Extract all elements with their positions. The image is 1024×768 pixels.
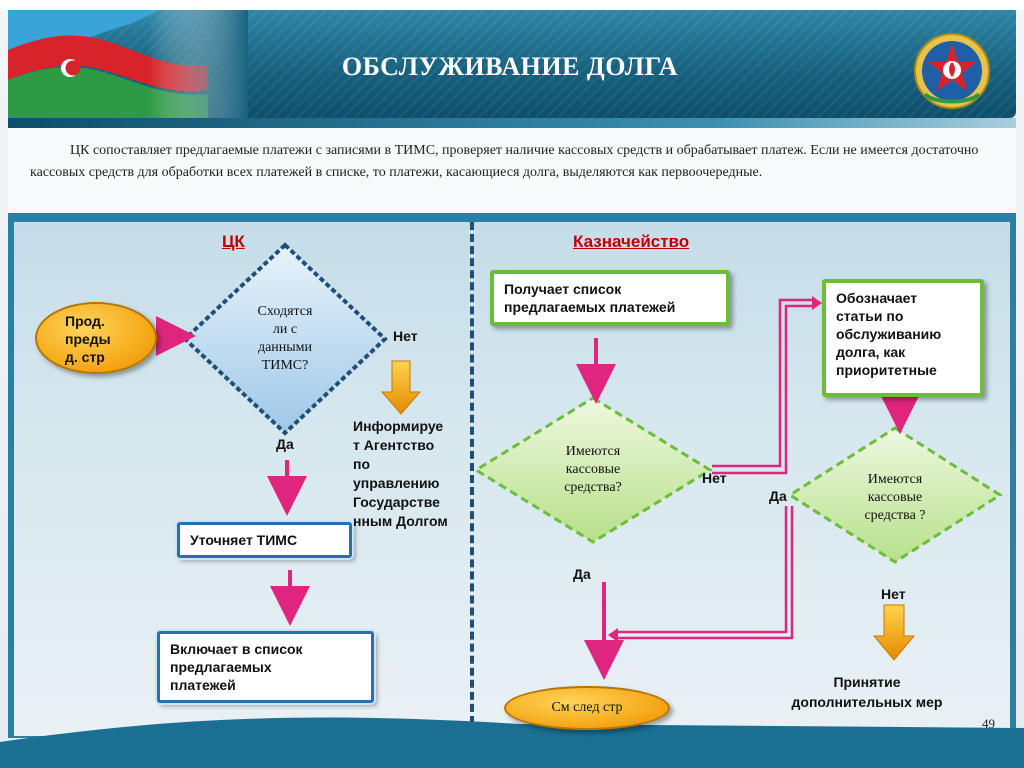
start-oval-line1: Прод. bbox=[65, 313, 105, 329]
receive-line1: Получает список bbox=[504, 281, 622, 297]
receive-list-box: Получает список предлагаемых платежей bbox=[490, 270, 730, 326]
decision-cash2-line2: кассовые bbox=[867, 490, 923, 505]
decision-cash1-line2: кассовые bbox=[565, 462, 621, 477]
intro-panel bbox=[8, 128, 1016, 214]
decision-tims-line1: Сходятся bbox=[257, 304, 313, 319]
inform-line2: т Агентство bbox=[353, 437, 435, 453]
yes-label-cash1: Да bbox=[573, 566, 591, 582]
page-number: 49 bbox=[982, 716, 995, 731]
mark-line4: долга, как bbox=[836, 344, 906, 360]
yes-label-cash2: Да bbox=[769, 488, 787, 504]
next-page-label: См след стр bbox=[551, 700, 623, 715]
decision-cash2-line1: Имеются bbox=[867, 472, 923, 487]
flag-image bbox=[8, 10, 248, 118]
mark-line3: обслуживанию bbox=[836, 326, 942, 342]
measures-line1: Принятие bbox=[833, 674, 901, 690]
inform-line5: Государстве bbox=[353, 494, 440, 510]
no-label-cash2: Нет bbox=[881, 586, 906, 602]
decision-tims-text: Сходятся ли с данными ТИМС? bbox=[230, 303, 340, 375]
emblem-icon bbox=[914, 33, 990, 109]
decision-diamond-cash-2 bbox=[787, 426, 1003, 564]
heading-treasury: Казначейство bbox=[573, 232, 690, 251]
inform-line3: по bbox=[353, 456, 371, 472]
decision-cash1-line3: средства? bbox=[564, 480, 622, 495]
receive-line2: предлагаемых платежей bbox=[504, 299, 676, 315]
include-line3: платежей bbox=[170, 677, 236, 693]
decision-diamond-tims bbox=[182, 242, 388, 436]
mark-line5: приоритетные bbox=[836, 362, 937, 378]
decision-cash1-line1: Имеются bbox=[565, 444, 621, 459]
slide-title: ОБСЛУЖИВАНИЕ ДОЛГА bbox=[341, 52, 679, 81]
next-page-oval: См след стр bbox=[504, 686, 670, 730]
refine-tims-label: Уточняет ТИМС bbox=[190, 532, 298, 548]
mark-line2: статьи по bbox=[836, 308, 904, 324]
yes-label-tims: Да bbox=[276, 436, 294, 452]
section-divider bbox=[470, 222, 474, 736]
decision-cash2-line3: средства ? bbox=[864, 508, 926, 523]
include-line2: предлагаемых bbox=[170, 659, 272, 675]
no-label-cash1: Нет bbox=[702, 470, 727, 486]
start-oval-line2: преды bbox=[65, 331, 111, 347]
no-label-tims: Нет bbox=[393, 328, 418, 344]
mark-line1: Обозначает bbox=[836, 290, 918, 306]
header-underline bbox=[8, 118, 1016, 128]
start-oval: Прод. преды д. стр bbox=[35, 302, 157, 374]
start-oval-line3: д. стр bbox=[65, 349, 105, 365]
decision-cash2-text: Имеются кассовые средства ? bbox=[845, 471, 945, 525]
include-line1: Включает в список bbox=[170, 641, 303, 657]
decision-cash1-text: Имеются кассовые средства? bbox=[543, 443, 643, 497]
include-list-box: Включает в список предлагаемых платежей bbox=[157, 631, 374, 703]
additional-measures-text: Принятие дополнительных мер bbox=[774, 672, 960, 712]
connector-yes2-to-next bbox=[618, 506, 788, 634]
intro-text: ЦК сопоставляет предлагаемые платежи с з… bbox=[30, 143, 979, 180]
inform-line6: нным Долгом bbox=[353, 513, 448, 529]
connector-no-to-mark bbox=[712, 298, 812, 468]
inform-line4: управлению bbox=[353, 475, 440, 491]
heading-ck: ЦК bbox=[222, 232, 245, 251]
decision-tims-line4: ТИМС? bbox=[261, 358, 309, 373]
mark-priority-box: Обозначает статьи по обслуживанию долга,… bbox=[822, 279, 984, 397]
measures-line2: дополнительных мер bbox=[791, 694, 943, 710]
decision-diamond-cash-1 bbox=[473, 396, 713, 544]
decision-tims-line2: ли с bbox=[272, 322, 298, 337]
arrow-no-inform bbox=[380, 360, 422, 415]
top-stripe bbox=[0, 0, 1024, 10]
inform-line1: Информируе bbox=[353, 418, 444, 434]
inform-agency-text: Информируе т Агентство по управлению Гос… bbox=[353, 417, 448, 531]
decision-tims-line3: данными bbox=[257, 340, 313, 355]
refine-tims-box: Уточняет ТИМС bbox=[177, 522, 352, 558]
arrow-no-measures bbox=[872, 604, 916, 661]
